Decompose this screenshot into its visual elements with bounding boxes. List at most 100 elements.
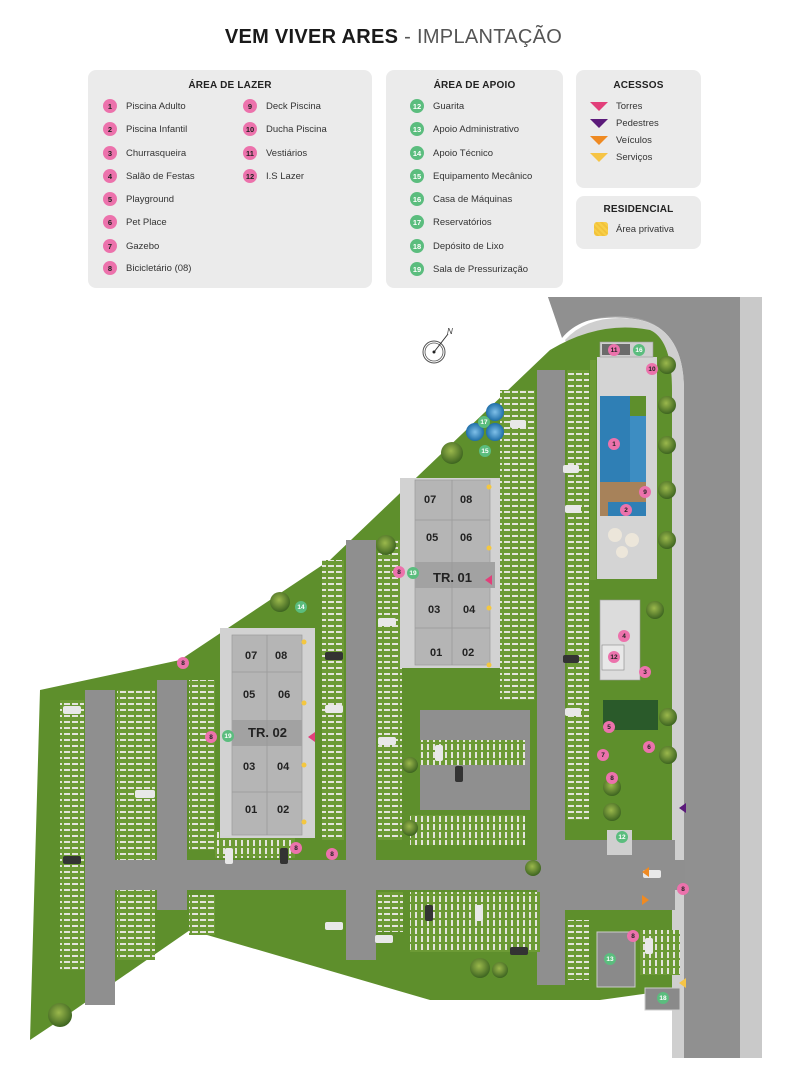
site-plan-map: N 07 08 05 06 TR. 01 03 04 01 02 07 08 0… (0, 290, 787, 1080)
marker-playground[interactable]: 5 (603, 721, 615, 733)
marker-vestiarios[interactable]: 11 (608, 344, 620, 356)
marker-is-lazer[interactable]: 12 (608, 651, 620, 663)
marker-gazebo[interactable]: 7 (597, 749, 609, 761)
legend-item: 19 Sala de Pressurização (410, 262, 528, 276)
veiculos-access-arrow-icon (642, 895, 649, 905)
marker-bicicletario[interactable]: 8 (205, 731, 217, 743)
marker-piscina-infantil[interactable]: 2 (620, 504, 632, 516)
legend-label: Pet Place (126, 216, 167, 228)
legend-label: Casa de Máquinas (433, 193, 513, 205)
marker-apoio-tecnico[interactable]: 14 (295, 601, 307, 613)
legend-label: Piscina Adulto (126, 100, 186, 112)
legend-label: Churrasqueira (126, 147, 187, 159)
legend-label: Torres (616, 101, 643, 112)
legend-item: 6 Pet Place (103, 215, 167, 229)
lazer-badge-icon: 9 (243, 99, 257, 113)
marker-bicicletario[interactable]: 8 (677, 883, 689, 895)
tr02-unit: 07 (245, 650, 258, 662)
marker-salao-festas[interactable]: 4 (618, 630, 630, 642)
apoio-badge-icon: 12 (410, 99, 424, 113)
apoio-badge-icon: 19 (410, 262, 424, 276)
legend-apoio-title: ÁREA DE APOIO (433, 80, 516, 91)
pedestres-access-arrow-icon (679, 803, 686, 813)
legend-item: 13 Apoio Administrativo (410, 122, 519, 136)
legend-label: Sala de Pressurização (433, 263, 529, 275)
lazer-badge-icon: 12 (243, 169, 257, 183)
tower-01-label: TR. 01 (433, 570, 473, 585)
legend-label: Playground (126, 193, 175, 205)
lazer-badge-icon: 8 (103, 261, 117, 275)
legend-label: Deck Piscina (266, 100, 321, 112)
area-privativa-swatch-icon (594, 222, 608, 236)
page-title: VEM VIVER ARES - IMPLANTAÇÃO (0, 26, 787, 49)
marker-bicicletario[interactable]: 8 (326, 848, 338, 860)
marker-sala-pressurizacao[interactable]: 19 (407, 567, 419, 579)
marker-deposito-lixo[interactable]: 18 (657, 992, 669, 1004)
marker-apoio-administrativo[interactable]: 13 (604, 953, 616, 965)
lazer-badge-icon: 1 (103, 99, 117, 113)
marker-bicicletario[interactable]: 8 (393, 566, 405, 578)
marker-casa-maquinas[interactable]: 16 (633, 344, 645, 356)
apoio-badge-icon: 15 (410, 169, 424, 183)
marker-reservatorios[interactable]: 17 (478, 416, 490, 428)
tr02-unit: 08 (275, 650, 288, 662)
legend-label: Reservatórios (433, 216, 492, 228)
legend-item: 12 Guarita (410, 99, 464, 113)
tr02-unit: 01 (245, 804, 258, 816)
marker-sala-pressurizacao[interactable]: 19 (222, 730, 234, 742)
tr01-unit: 04 (463, 604, 476, 616)
legend-item: 1 Piscina Adulto (103, 99, 186, 113)
marker-pet-place[interactable]: 6 (643, 741, 655, 753)
tr01-unit: 02 (462, 647, 475, 659)
legend-label: Apoio Técnico (433, 147, 494, 159)
marker-piscina-adulto[interactable]: 1 (608, 438, 620, 450)
legend-item: 16 Casa de Máquinas (410, 192, 512, 206)
tr01-unit: 01 (430, 647, 443, 659)
legend-label: Piscina Infantil (126, 123, 188, 135)
tr02-unit: 02 (277, 804, 290, 816)
marker-bicicletario[interactable]: 8 (290, 842, 302, 854)
marker-bicicletario[interactable]: 8 (177, 657, 189, 669)
legend-acessos-panel: ACESSOS Torres Pedestres Veículos Serviç… (576, 70, 701, 188)
veiculos-access-icon (590, 136, 608, 145)
marker-bicicletario[interactable]: 8 (627, 930, 639, 942)
north-label: N (447, 327, 453, 336)
title-project-name: VEM VIVER ARES (224, 26, 399, 48)
legend-label: Gazebo (126, 240, 160, 252)
legend-residencial-panel: RESIDENCIAL Área privativa (576, 196, 701, 249)
legend-label: Pedestres (616, 118, 659, 129)
legend-item: Serviços (590, 152, 652, 163)
apoio-badge-icon: 13 (410, 122, 424, 136)
marker-guarita[interactable]: 12 (616, 831, 628, 843)
tr01-unit: 05 (426, 532, 439, 544)
lazer-badge-icon: 6 (103, 215, 117, 229)
marker-ducha-piscina[interactable]: 10 (646, 363, 658, 375)
marker-deck-piscina[interactable]: 9 (639, 486, 651, 498)
legend-label: Guarita (433, 100, 465, 112)
servicos-access-arrow-icon (679, 978, 686, 988)
marker-bicicletario[interactable]: 8 (606, 772, 618, 784)
apoio-badge-icon: 16 (410, 192, 424, 206)
torres-access-arrow-icon (485, 575, 492, 585)
veiculos-access-arrow-icon (642, 867, 649, 877)
legend-item: 12 I.S Lazer (243, 169, 304, 183)
site-plan-graphic (30, 297, 762, 1058)
legend-label: Área privativa (616, 223, 675, 235)
legend-label: Ducha Piscina (266, 123, 327, 135)
legend-label: I.S Lazer (266, 170, 305, 182)
servicos-access-icon (590, 153, 608, 162)
marker-equip-mecanico[interactable]: 15 (479, 445, 491, 457)
pedestres-access-icon (590, 119, 608, 128)
marker-churrasqueira[interactable]: 3 (639, 666, 651, 678)
legend-label: Apoio Administrativo (433, 123, 520, 135)
tr02-unit: 06 (278, 689, 291, 701)
